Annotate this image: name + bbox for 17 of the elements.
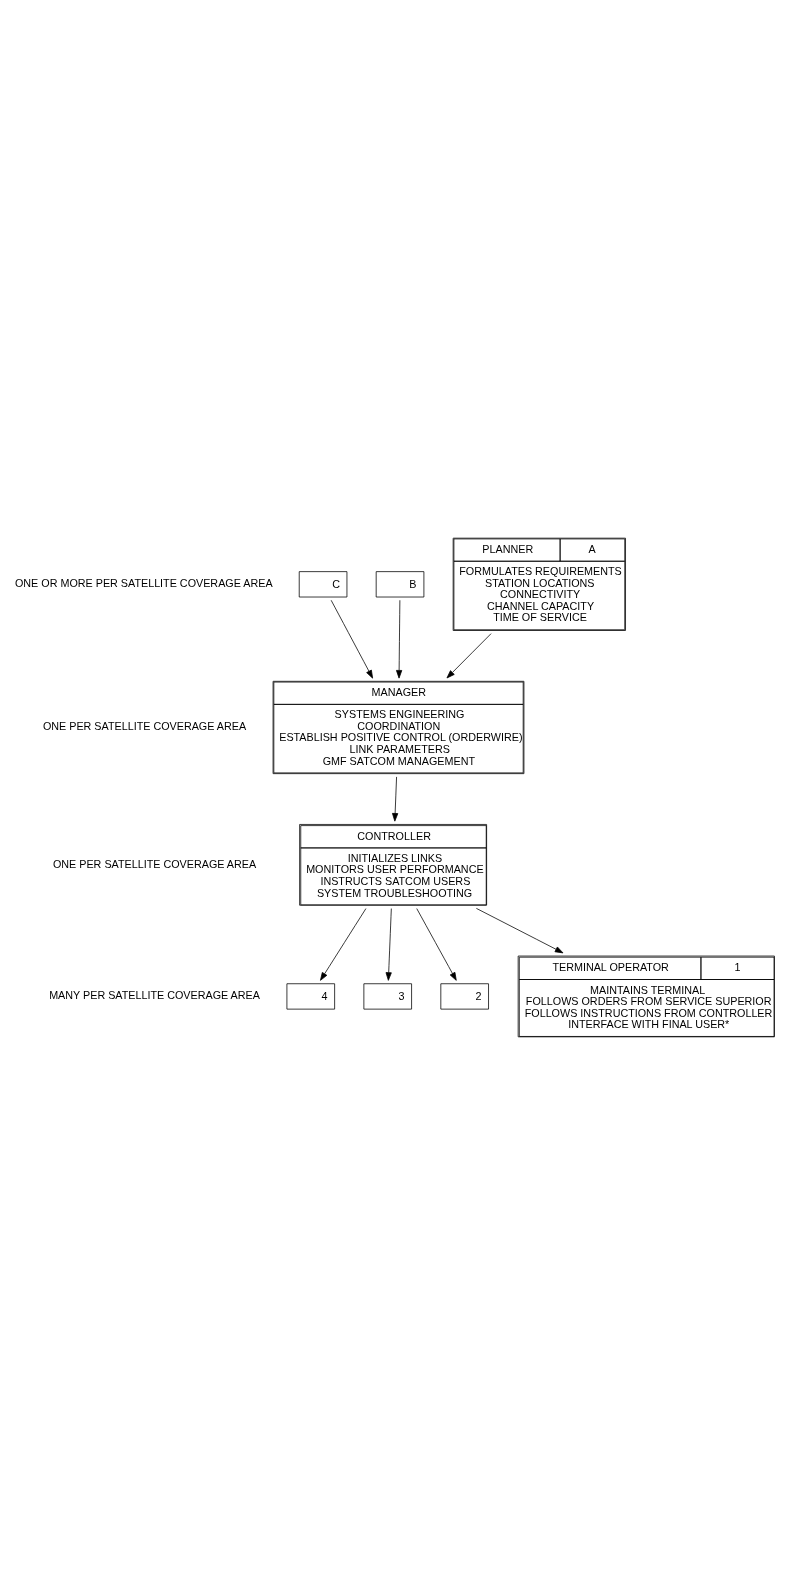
arrow [476,908,564,954]
arrow [392,776,399,822]
label: ONE PER SATELLITE COVERAGE AREA [52,857,257,870]
arrow [385,908,392,981]
node-box: 3 [363,983,412,1010]
label: MANY PER SATELLITE COVERAGE AREA [49,989,260,1002]
label: ONE OR MORE PER SATELLITE COVERAGE AREA [14,577,273,590]
arrow [396,599,403,679]
node-box: B [375,571,425,598]
label: ONE PER SATELLITE COVERAGE AREA [42,720,247,733]
arrow [330,599,373,679]
node-box: C [298,571,348,598]
node-box: 2 [440,983,489,1010]
node-box: 4 [286,983,335,1010]
arrow [320,908,367,981]
arrow [416,908,457,981]
arrow [446,633,492,679]
